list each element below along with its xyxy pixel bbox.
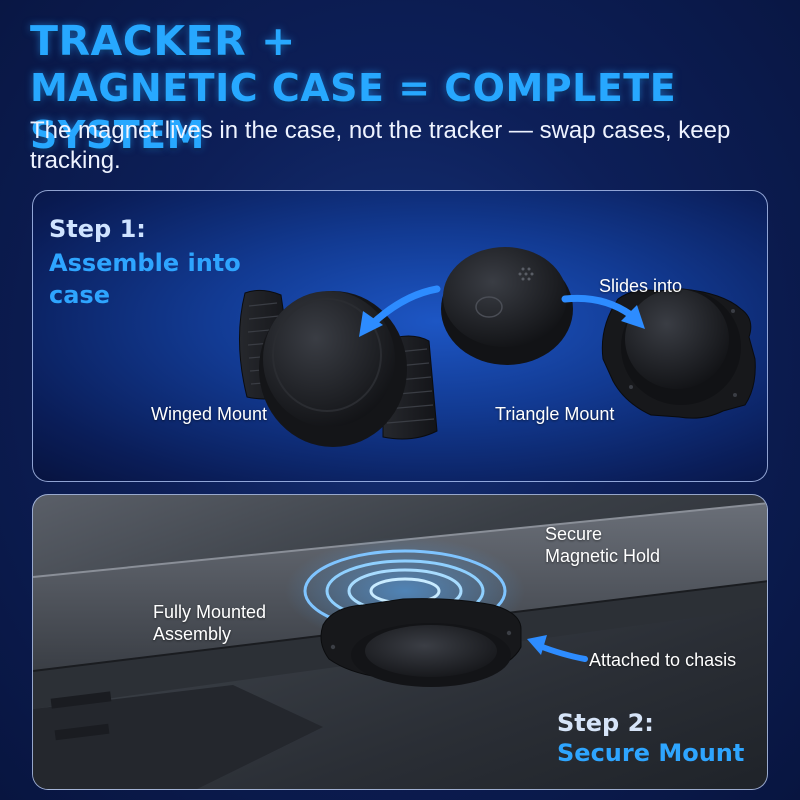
tracker-icon (441, 247, 573, 365)
secure-hold-line-2: Magnetic Hold (545, 546, 661, 566)
step-1-number: Step 1: (49, 215, 146, 243)
step-1-panel: Step 1: Assemble into case Winged Mount … (32, 190, 768, 482)
title-line-1: TRACKER + (30, 17, 296, 65)
step-2-number: Step 2: (557, 709, 654, 737)
secure-hold-label: Secure Magnetic Hold (545, 523, 660, 567)
triangle-mount-icon (601, 288, 756, 419)
winged-mount-icon (238, 289, 438, 447)
step-2-illustration (33, 502, 767, 789)
subtitle: The magnet lives in the case, not the tr… (30, 117, 731, 174)
secure-hold-line-1: Secure (545, 524, 603, 544)
step-2-title: Secure Mount (557, 739, 745, 767)
winged-mount-label: Winged Mount (151, 404, 268, 424)
step-1-title: Assemble into case (49, 249, 241, 309)
arrow-right-icon (561, 294, 645, 329)
triangle-mount-label: Triangle Mount (495, 404, 615, 424)
mounted-assembly-line-2: Assembly (153, 624, 232, 644)
step-2-panel: Secure Magnetic Hold Fully Mounted Assem… (32, 494, 768, 790)
arrow-chassis-icon (527, 635, 588, 662)
mounted-assembly-icon (320, 598, 522, 687)
page-title: TRACKER + MAGNETIC CASE = COMPLETE SYSTE… (30, 18, 800, 159)
mounted-assembly-label: Fully Mounted Assembly (153, 601, 266, 645)
title-line-2: MAGNETIC CASE = COMPLETE SYSTEM (30, 66, 677, 157)
chassis-label: Attached to chasis (589, 650, 737, 670)
mounted-assembly-line-1: Fully Mounted (153, 602, 267, 622)
slides-into-label: Slides into (599, 276, 683, 296)
step-1-illustration (238, 247, 756, 447)
arrow-left-icon (359, 285, 441, 337)
